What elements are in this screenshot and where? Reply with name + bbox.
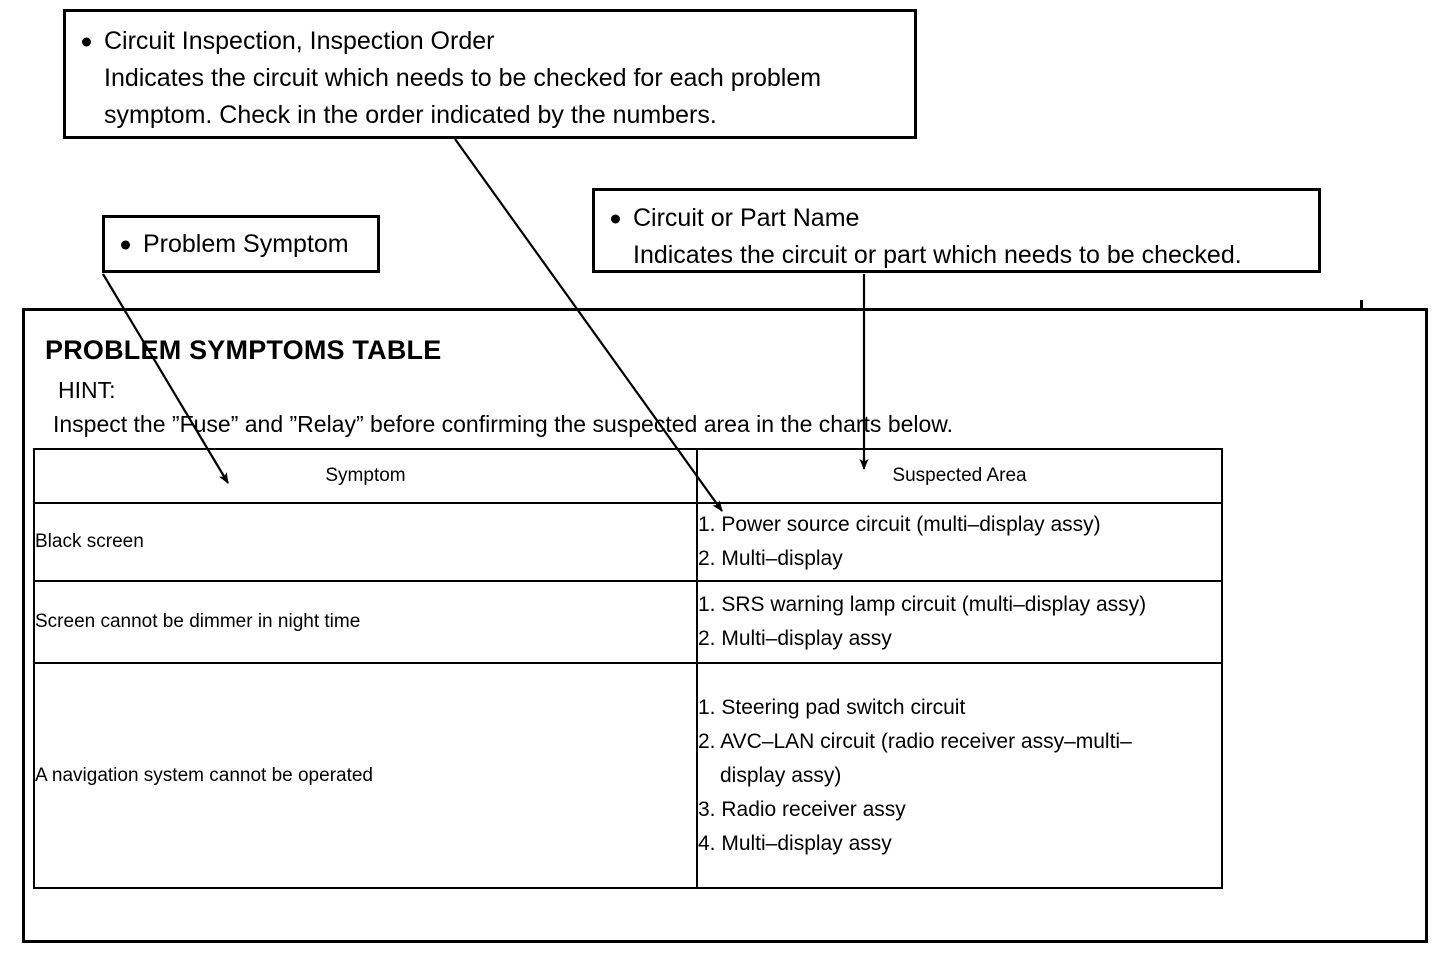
cell-symptom: A navigation system cannot be operated — [33, 662, 698, 889]
bullet-icon — [611, 214, 620, 223]
table-row: Screen cannot be dimmer in night time 1.… — [33, 580, 1223, 664]
frame-tick-mark — [1360, 300, 1363, 309]
suspected-area-item: 2. AVC–LAN circuit (radio receiver assy–… — [698, 729, 1132, 753]
suspected-area-item: 3. Radio receiver assy — [698, 797, 906, 821]
table-row: A navigation system cannot be operated 1… — [33, 662, 1223, 889]
callout-heading-text: Problem Symptom — [143, 230, 349, 258]
callout-body-line-1: Indicates the circuit or part which need… — [633, 241, 1242, 269]
column-header-suspected-area: Suspected Area — [696, 448, 1223, 504]
hint-label: HINT: — [58, 377, 116, 403]
problem-symptoms-table: Symptom Suspected Area Black screen 1. P… — [33, 448, 1223, 889]
callout-heading-text: Circuit Inspection, Inspection Order — [104, 27, 495, 55]
page-content-frame — [22, 308, 1428, 943]
bullet-icon — [82, 37, 91, 46]
suspected-area-item: 1. Steering pad switch circuit — [698, 695, 966, 719]
callout-body-line-2: symptom. Check in the order indicated by… — [104, 101, 717, 129]
callout-heading-line: Circuit or Part Name — [603, 200, 1308, 237]
bullet-icon — [121, 240, 130, 249]
callout-problem-symptom: Problem Symptom — [102, 215, 380, 273]
callout-circuit-inspection-order: Circuit Inspection, Inspection Order Ind… — [63, 9, 917, 139]
suspected-area-item: 2. Multi–display — [698, 547, 843, 570]
page-title: PROBLEM SYMPTOMS TABLE — [45, 335, 442, 365]
callout-body-line-1: Indicates the circuit which needs to be … — [104, 64, 822, 92]
column-header-symptom: Symptom — [33, 448, 698, 504]
cell-symptom: Screen cannot be dimmer in night time — [33, 580, 698, 664]
callout-heading-text: Circuit or Part Name — [633, 204, 860, 232]
callout-circuit-or-part-name: Circuit or Part Name Indicates the circu… — [592, 188, 1321, 273]
cell-suspected-area: 1. Steering pad switch circuit 2. AVC–LA… — [696, 662, 1223, 889]
cell-symptom: Black screen — [33, 502, 698, 582]
callout-heading-line: Problem Symptom — [113, 226, 367, 263]
suspected-area-item: 4. Multi–display assy — [698, 831, 892, 855]
suspected-area-item: 2. Multi–display assy — [698, 627, 892, 650]
table-header-row: Symptom Suspected Area — [33, 448, 1223, 504]
cell-suspected-area: 1. SRS warning lamp circuit (multi–displ… — [696, 580, 1223, 664]
suspected-area-item: 1. SRS warning lamp circuit (multi–displ… — [698, 593, 1147, 616]
suspected-area-item: 1. Power source circuit (multi–display a… — [698, 513, 1101, 536]
suspected-area-item-continuation: display assy) — [720, 763, 842, 787]
cell-suspected-area: 1. Power source circuit (multi–display a… — [696, 502, 1223, 582]
table-row: Black screen 1. Power source circuit (mu… — [33, 502, 1223, 582]
callout-heading-line: Circuit Inspection, Inspection Order — [74, 23, 904, 60]
hint-text: Inspect the ”Fuse” and ”Relay” before co… — [53, 411, 954, 437]
